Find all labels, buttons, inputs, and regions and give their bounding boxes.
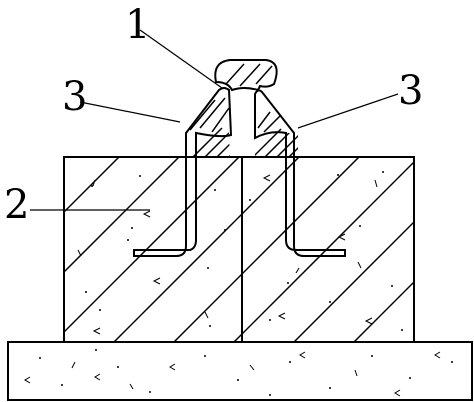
leader-line-1 (139, 29, 223, 89)
right-block (241, 156, 415, 343)
sealing-strip-hatching (225, 63, 273, 87)
base-texture (24, 349, 453, 397)
label-1: 1 (125, 2, 150, 48)
base-slab (7, 341, 473, 401)
leader-line-3-right (297, 93, 399, 129)
label-3-right: 3 (398, 68, 423, 114)
right-block-hatching (242, 157, 414, 342)
left-clip-hatching (189, 97, 230, 133)
leader-line-3-left (79, 101, 181, 123)
leader-lines (30, 29, 399, 211)
label-2: 2 (4, 182, 29, 228)
left-clip (133, 87, 233, 257)
left-wedge-hatching (186, 127, 230, 157)
right-clip (254, 89, 346, 257)
sealing-strip (214, 59, 278, 92)
label-3-left: 3 (62, 74, 87, 120)
left-block-hatching (64, 157, 242, 342)
right-clip-hatching (257, 111, 281, 133)
